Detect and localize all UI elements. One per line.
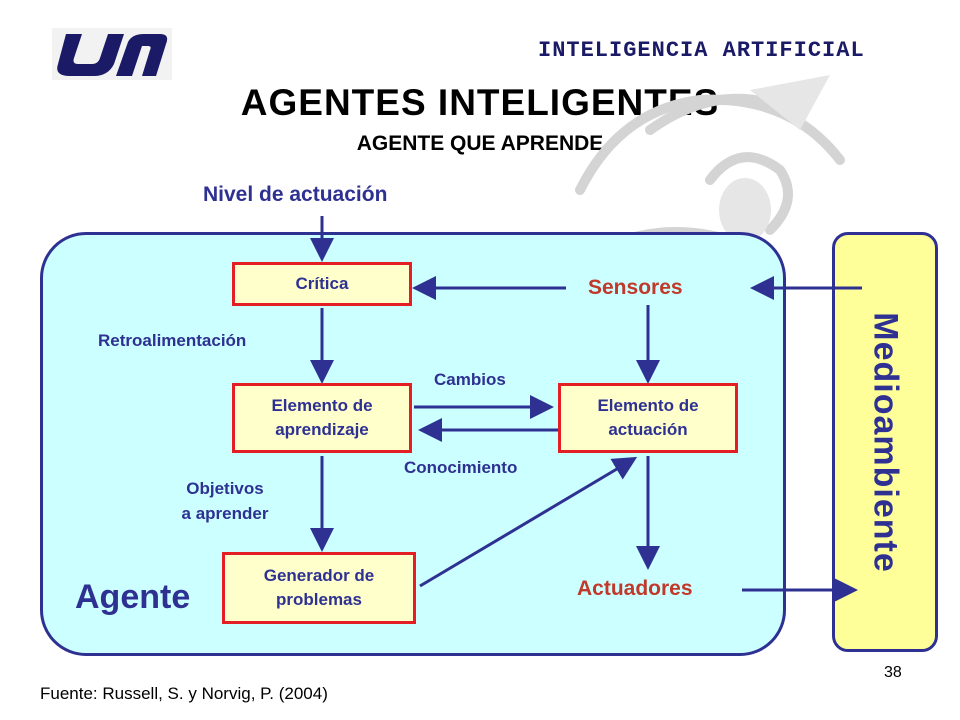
changes-label: Cambios bbox=[434, 370, 506, 389]
sensors-label: Sensores bbox=[588, 276, 683, 299]
problem-generator-line-1: Generador de bbox=[263, 566, 375, 586]
critic-label: Crítica bbox=[295, 274, 349, 294]
agent-label: Agente bbox=[75, 578, 191, 616]
performance-level-label: Nivel de actuación bbox=[203, 183, 388, 206]
learning-goals-label: Objetivos a aprender bbox=[150, 477, 300, 526]
source-citation: Fuente: Russell, S. y Norvig, P. (2004) bbox=[40, 684, 328, 703]
learning-element-line-1: Elemento de bbox=[271, 396, 373, 416]
problem-generator-box: Generador de problemas bbox=[222, 552, 416, 624]
learning-element-box: Elemento de aprendizaje bbox=[232, 383, 412, 453]
knowledge-label: Conocimiento bbox=[404, 458, 518, 477]
usm-logo bbox=[52, 28, 172, 80]
feedback-label: Retroalimentación bbox=[98, 331, 247, 350]
learning-goals-line-1: Objetivos bbox=[186, 479, 264, 498]
performance-element-box: Elemento de actuación bbox=[558, 383, 738, 453]
page-number: 38 bbox=[884, 664, 902, 681]
learning-goals-line-2: a aprender bbox=[181, 503, 269, 523]
slide-subtitle: AGENTE QUE APRENDE bbox=[356, 132, 604, 155]
arrow-generator-to-performance bbox=[419, 456, 638, 588]
course-name: INTELIGENCIA ARTIFICIAL bbox=[538, 38, 865, 63]
actuators-label: Actuadores bbox=[577, 577, 693, 600]
performance-element-line-2: actuación bbox=[608, 420, 688, 439]
critic-box: Crítica bbox=[232, 262, 412, 306]
performance-element-line-1: Elemento de bbox=[597, 396, 699, 416]
problem-generator-line-2: problemas bbox=[276, 590, 362, 609]
learning-element-line-2: aprendizaje bbox=[275, 420, 369, 439]
